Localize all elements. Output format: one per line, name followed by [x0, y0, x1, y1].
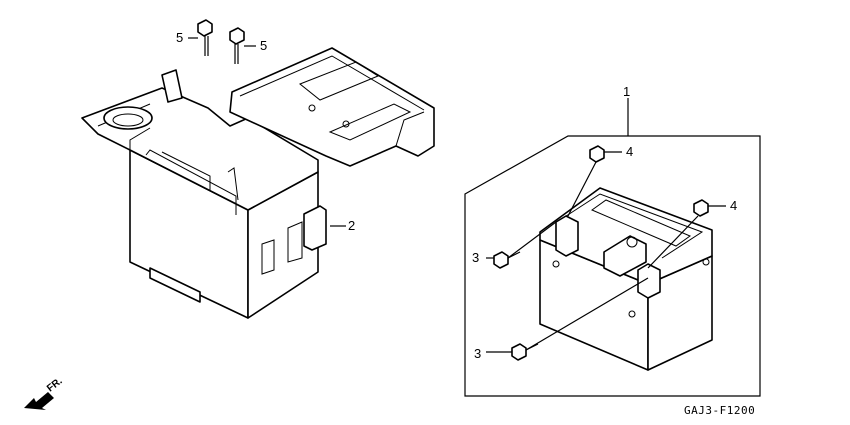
callout-2: 2 — [348, 218, 355, 233]
callout-1: 1 — [623, 84, 630, 99]
bolt-5a — [197, 19, 213, 56]
callout-5-left: 5 — [176, 30, 183, 45]
callout-3-upper: 3 — [472, 250, 479, 265]
bolt-5b — [229, 27, 245, 64]
assembly-frame — [464, 135, 761, 397]
nut-4a — [589, 145, 605, 163]
battery-case — [81, 69, 327, 319]
callout-4-upper: 4 — [626, 144, 633, 159]
nut-4b — [693, 199, 709, 217]
front-arrow-icon: FR. — [24, 376, 65, 410]
battery-box-lid — [229, 47, 435, 167]
battery — [539, 187, 713, 371]
screw-3b — [511, 343, 539, 361]
callout-4-right: 4 — [730, 198, 737, 213]
screw-3a — [493, 251, 521, 269]
callout-3-lower: 3 — [474, 346, 481, 361]
diagram-code: GAJ3-F1200 — [684, 404, 755, 417]
front-label: FR. — [45, 376, 65, 395]
callout-5-right: 5 — [260, 38, 267, 53]
